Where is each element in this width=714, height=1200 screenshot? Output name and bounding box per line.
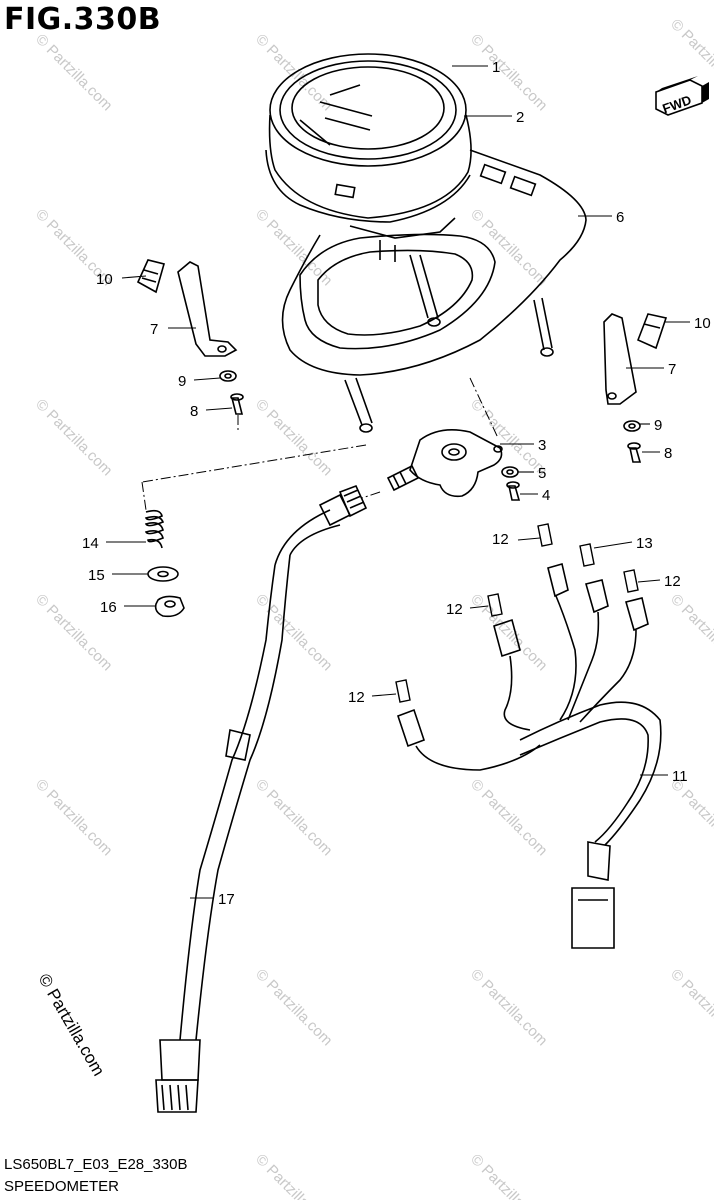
watermark: © Partzilla.com xyxy=(252,206,335,289)
alignment-lines xyxy=(141,377,499,511)
callout-10-right: 10 xyxy=(694,315,711,332)
watermark: © Partzilla.com xyxy=(252,966,335,1049)
callout-12-d: 12 xyxy=(348,689,365,706)
speedometer-gear-unit xyxy=(386,429,521,501)
leader-lines xyxy=(106,65,690,899)
callout-10-left: 10 xyxy=(96,271,113,288)
callout-12-b: 12 xyxy=(664,573,681,590)
watermark: © Partzilla.com xyxy=(32,396,115,479)
watermark: © Partzilla.com xyxy=(467,1151,550,1200)
watermark: © Partzilla.com xyxy=(467,591,550,674)
left-cushion-and-stay xyxy=(136,259,244,415)
callout-7-right: 7 xyxy=(668,361,676,378)
spring-washer-grommet xyxy=(144,509,185,618)
partzilla-watermark: © Partzilla.com xyxy=(35,971,109,1080)
watermark-layer: © Partzilla.com © Partzilla.com © Partzi… xyxy=(32,16,714,1200)
watermark: © Partzilla.com xyxy=(252,1151,335,1200)
watermark: © Partzilla.com xyxy=(667,591,714,674)
callout-6: 6 xyxy=(616,209,624,226)
watermark: © Partzilla.com xyxy=(667,966,714,1049)
callout-13: 13 xyxy=(636,535,653,552)
figure-title: FIG.330B xyxy=(4,2,162,37)
callout-7-left: 7 xyxy=(150,321,158,338)
watermark: © Partzilla.com xyxy=(467,966,550,1049)
callout-11: 11 xyxy=(672,768,688,785)
meter-bracket xyxy=(281,149,587,433)
watermark: © Partzilla.com xyxy=(252,776,335,859)
callout-15: 15 xyxy=(88,567,105,584)
watermark: © Partzilla.com xyxy=(467,31,550,114)
callout-14: 14 xyxy=(82,535,99,552)
callout-2: 2 xyxy=(516,109,524,126)
fwd-direction-badge: FWD xyxy=(655,76,709,116)
callout-8-right: 8 xyxy=(664,445,672,462)
speedometer-assembly xyxy=(265,53,472,262)
callout-1: 1 xyxy=(492,59,500,76)
wiring-harness xyxy=(396,562,662,949)
callout-9-left: 9 xyxy=(178,373,186,390)
right-cushion-and-stay xyxy=(603,313,668,463)
callout-9-right: 9 xyxy=(654,417,662,434)
callout-8-left: 8 xyxy=(190,403,198,420)
callout-16: 16 xyxy=(100,599,117,616)
callout-5: 5 xyxy=(538,465,546,482)
bulbs xyxy=(395,523,639,703)
watermark: © Partzilla.com xyxy=(252,396,335,479)
callout-12-c: 12 xyxy=(446,601,463,618)
figure-caption: SPEEDOMETER xyxy=(4,1178,120,1195)
watermark: © Partzilla.com xyxy=(252,591,335,674)
watermark: © Partzilla.com xyxy=(32,776,115,859)
watermark: © Partzilla.com xyxy=(32,31,115,114)
speedometer-cable xyxy=(155,484,368,1113)
callout-12-a: 12 xyxy=(492,531,509,548)
watermark: © Partzilla.com xyxy=(467,206,550,289)
callout-4: 4 xyxy=(542,487,550,504)
watermark: © Partzilla.com xyxy=(467,776,550,859)
watermark: © Partzilla.com xyxy=(667,776,714,859)
model-code: LS650BL7_E03_E28_330B xyxy=(4,1156,188,1173)
callout-labels: 1 2 3 4 5 6 7 7 8 8 9 9 10 10 11 12 12 1… xyxy=(82,59,711,908)
callout-3: 3 xyxy=(538,437,546,454)
callout-17: 17 xyxy=(218,891,235,908)
